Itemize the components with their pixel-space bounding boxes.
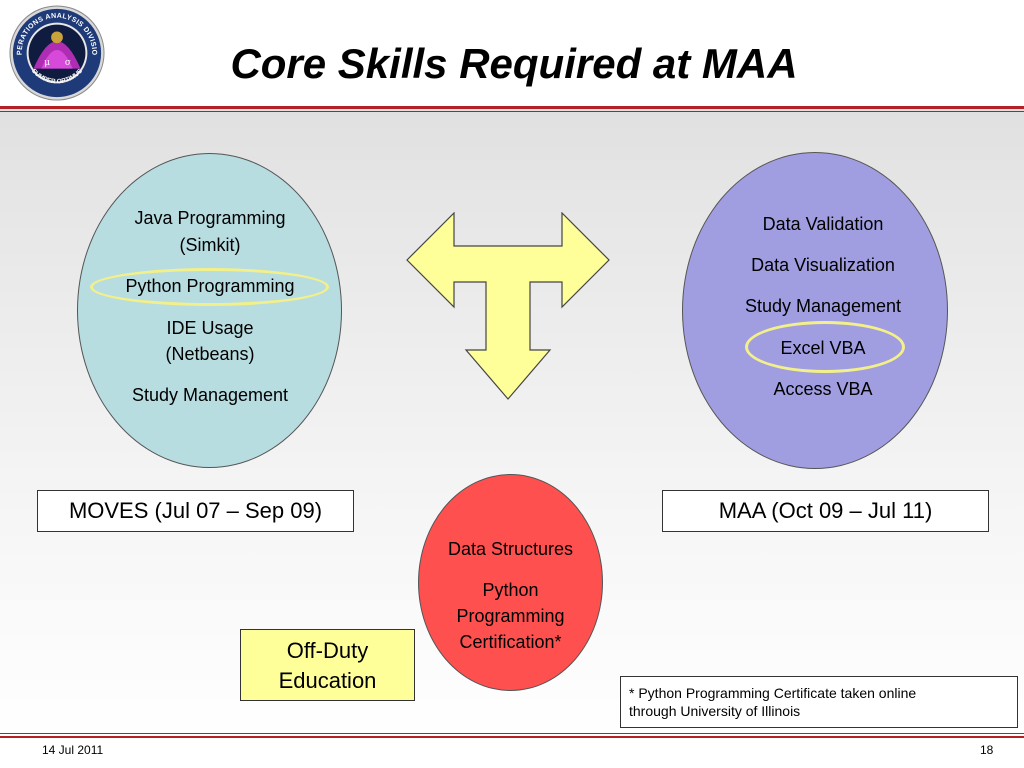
- skill-python: Python Programming: [125, 276, 295, 296]
- maa-period-label: MAA (Oct 09 – Jul 11): [662, 490, 989, 532]
- skill-data-visualization: Data Visualization: [751, 255, 895, 275]
- offduty-line-1: Off-Duty: [286, 638, 369, 663]
- skill-python-cert-1: Python: [482, 580, 539, 600]
- footnote-box: * Python Programming Certificate taken o…: [620, 676, 1018, 728]
- skill-access-vba: Access VBA: [773, 379, 873, 399]
- offduty-skills-oval: [418, 474, 603, 691]
- footer-divider: [0, 736, 1024, 738]
- skill-netbeans: (Netbeans): [165, 344, 255, 364]
- skill-data-structures: Data Structures: [447, 539, 574, 559]
- footnote-line-1: * Python Programming Certificate taken o…: [629, 685, 917, 701]
- division-seal-logo: μ σ OPERATIONS ANALYSIS DIVISION SUMPER …: [8, 4, 105, 101]
- page-number: 18: [980, 743, 994, 757]
- skill-data-validation: Data Validation: [762, 214, 884, 234]
- highlight-ring-python: [90, 268, 329, 306]
- sigma-symbol: σ: [65, 58, 71, 68]
- skill-ide: IDE Usage: [166, 318, 254, 338]
- footer-date: 14 Jul 2011: [42, 743, 104, 757]
- header-divider: [0, 106, 1024, 109]
- mu-symbol: μ: [44, 58, 50, 68]
- moves-period-label: MOVES (Jul 07 – Sep 09): [37, 490, 354, 532]
- header-divider-thin: [0, 111, 1024, 112]
- skill-excel-vba: Excel VBA: [780, 338, 866, 358]
- header: [0, 0, 1024, 106]
- three-way-arrow-icon: [406, 212, 610, 400]
- slide-title: Core Skills Required at MAA: [230, 40, 798, 87]
- skill-python-cert-2: Programming: [456, 606, 565, 626]
- highlight-ring-excel: [745, 321, 905, 373]
- maa-skills-oval: [682, 152, 948, 469]
- skill-java: Java Programming: [134, 208, 286, 228]
- skill-study-mgmt-right: Study Management: [744, 296, 902, 316]
- footer-divider-thin: [0, 733, 1024, 734]
- offduty-line-2: Education: [278, 668, 377, 693]
- skill-study-mgmt-left: Study Management: [131, 385, 289, 405]
- footnote-line-2: through University of Illinois: [629, 703, 801, 719]
- offduty-education-label: Off-Duty Education: [240, 629, 415, 701]
- moves-skills-oval: [77, 153, 342, 468]
- skill-simkit: (Simkit): [179, 235, 241, 255]
- skill-python-cert-3: Certification*: [459, 632, 562, 652]
